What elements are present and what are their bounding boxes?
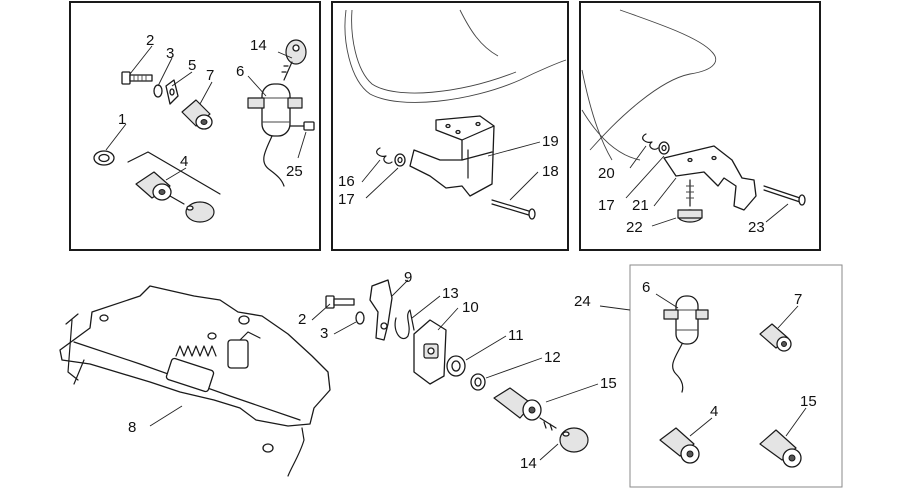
callout-23: 23 xyxy=(748,219,765,236)
callout-24: 24 xyxy=(574,293,591,310)
panel-seat-bracket: 16 17 18 19 xyxy=(331,1,569,251)
part-clip xyxy=(376,147,393,164)
part-pin xyxy=(763,185,806,206)
callout-7: 7 xyxy=(206,67,214,84)
part-screw xyxy=(121,71,153,85)
part-adjuster-knob xyxy=(677,179,703,223)
panel-frame xyxy=(69,1,321,251)
part-seat-bracket xyxy=(409,115,495,197)
part-lock-cylinder xyxy=(493,387,542,421)
callout-14: 14 xyxy=(250,37,267,54)
callout-1: 1 xyxy=(118,111,126,128)
callout-3: 3 xyxy=(320,325,328,342)
callout-17: 17 xyxy=(598,197,615,214)
callout-5: 5 xyxy=(188,57,196,74)
main-assembly: 8 2 3 9 13 10 11 12 15 14 xyxy=(59,269,617,477)
part-latch-plate xyxy=(59,285,331,477)
kit-box: 24 6 7 4 xyxy=(574,264,843,488)
part-screw xyxy=(325,295,355,309)
callout-7: 7 xyxy=(794,291,802,308)
callout-15: 15 xyxy=(600,375,617,392)
callout-13: 13 xyxy=(442,285,459,302)
part-washer xyxy=(153,84,163,98)
part-lock-cylinder-with-key xyxy=(127,151,221,223)
part-ignition-switch xyxy=(663,295,709,393)
callout-6: 6 xyxy=(642,279,650,296)
callout-10: 10 xyxy=(462,299,479,316)
part-lock-bracket xyxy=(369,279,393,341)
callout-2: 2 xyxy=(146,32,154,49)
callout-15: 15 xyxy=(800,393,817,410)
callout-16: 16 xyxy=(338,173,355,190)
panel-frame xyxy=(331,1,569,251)
callout-21: 21 xyxy=(632,197,649,214)
callout-19: 19 xyxy=(542,133,559,150)
part-lock-cylinder-small xyxy=(759,429,802,468)
callout-8: 8 xyxy=(128,419,136,436)
callout-14: 14 xyxy=(520,455,537,472)
part-barrel-lock xyxy=(759,323,792,352)
callout-6: 6 xyxy=(236,63,244,80)
panel-frame xyxy=(579,1,821,251)
part-spring-clip xyxy=(394,309,415,340)
part-clip xyxy=(642,133,659,150)
callout-11: 11 xyxy=(508,327,524,344)
part-screw-small xyxy=(289,121,315,131)
part-washer xyxy=(355,311,365,325)
callout-4: 4 xyxy=(710,403,718,420)
callout-9: 9 xyxy=(404,269,412,286)
part-barrel-lock xyxy=(181,99,213,130)
callout-22: 22 xyxy=(626,219,643,236)
part-key xyxy=(539,417,589,453)
callout-25: 25 xyxy=(286,163,303,180)
callout-12: 12 xyxy=(544,349,561,366)
panel-latch-bracket: 20 17 21 22 23 xyxy=(579,1,821,251)
part-key xyxy=(281,39,307,81)
callout-2: 2 xyxy=(298,311,306,328)
part-ignition-switch xyxy=(247,83,303,187)
callout-17: 17 xyxy=(338,191,355,208)
part-lock-cylinder xyxy=(659,427,700,464)
callout-3: 3 xyxy=(166,45,174,62)
callout-18: 18 xyxy=(542,163,559,180)
kit-frame xyxy=(629,264,843,488)
callout-20: 20 xyxy=(598,165,615,182)
part-latch-bracket xyxy=(663,145,757,211)
part-pin xyxy=(491,199,536,220)
callout-4: 4 xyxy=(180,153,188,170)
panel-lock-components: 2 3 5 7 14 6 1 4 25 xyxy=(69,1,321,251)
part-lock-housing xyxy=(413,319,447,385)
